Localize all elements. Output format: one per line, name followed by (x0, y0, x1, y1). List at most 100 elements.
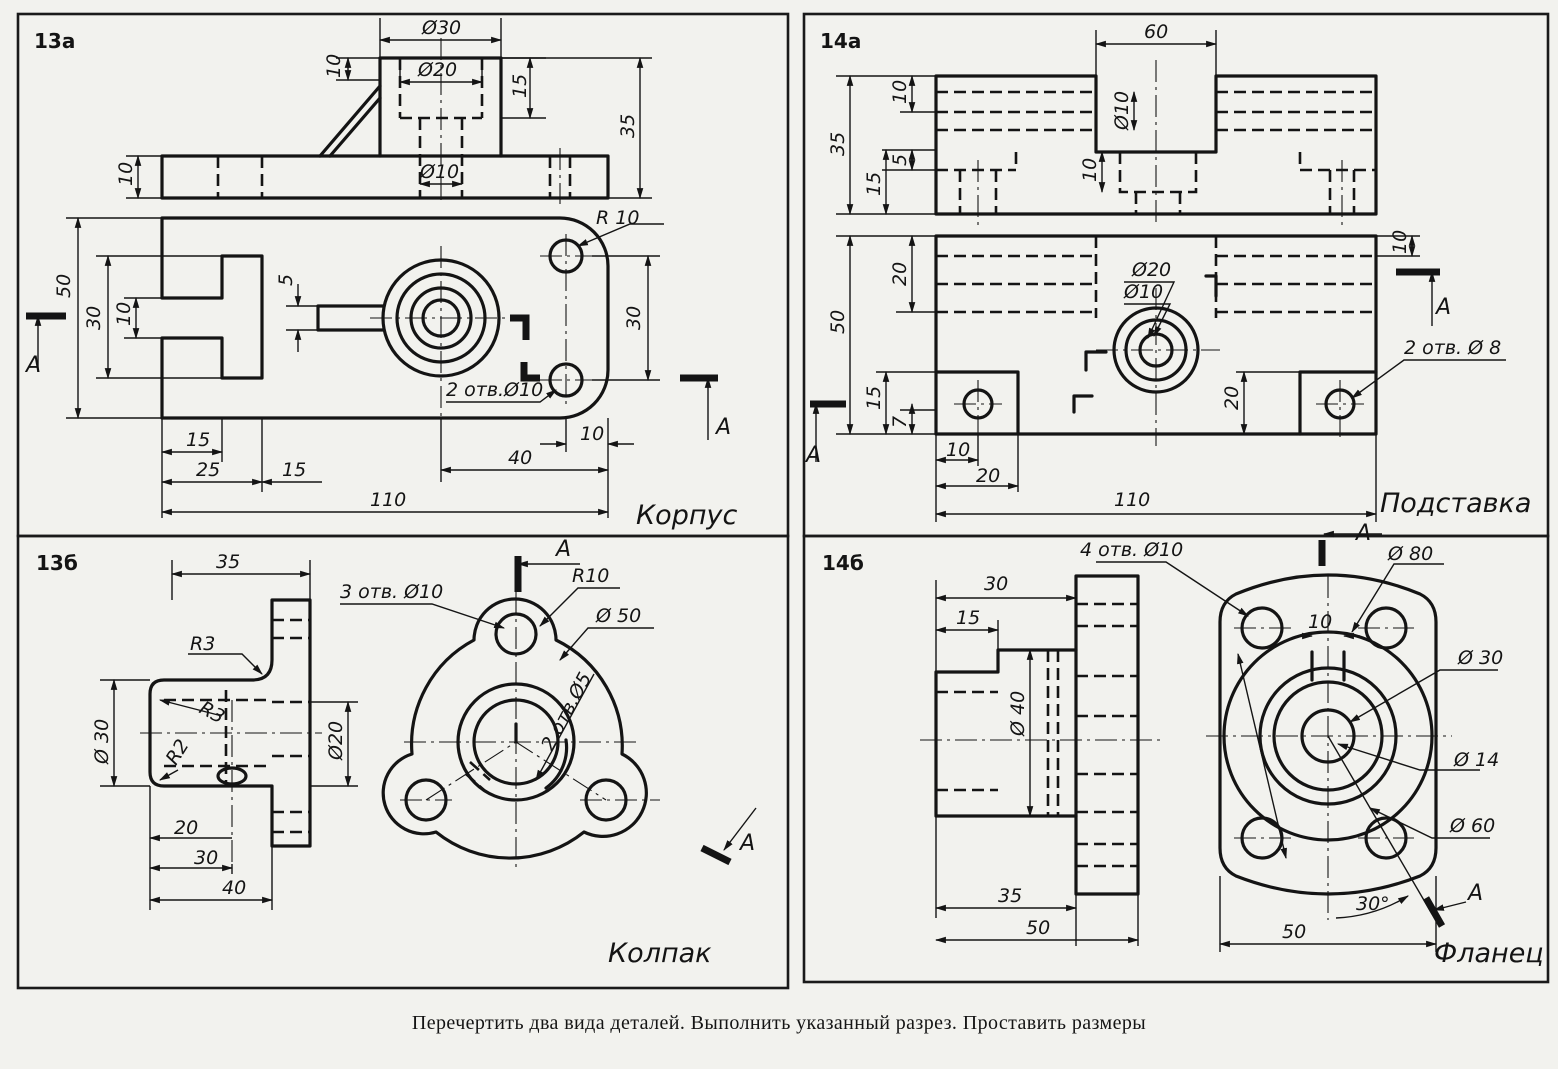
panel-13b-label: 13б (36, 551, 78, 575)
dim-text: 35 (998, 885, 1022, 907)
14a-dimension-text: 60 10 35 5 15 Ø10 10 20 50 15 7 10 20 Ø2… (804, 21, 1501, 511)
dim-text: 3 отв. Ø10 (340, 581, 443, 603)
dim-text: 10 (323, 54, 345, 78)
13b-front-view (381, 556, 757, 870)
14b-dimension-text: 30 15 Ø 40 35 50 4 отв. Ø10 Ø 80 10 Ø 30… (956, 521, 1503, 943)
dim-text: 10 (1389, 230, 1411, 254)
dim-text: 35 (216, 551, 240, 573)
dim-text: 20 (174, 817, 198, 839)
dim-text: 5 (275, 274, 297, 286)
dim-text: 5 (889, 154, 911, 166)
dim-text: 35 (827, 132, 849, 156)
section-letter: А (714, 415, 731, 440)
dim-text: 50 (827, 310, 849, 334)
13a-dimensions (66, 18, 664, 518)
section-letter: А (1466, 881, 1483, 906)
dim-text: 10 (946, 439, 970, 461)
dim-text: 50 (1282, 921, 1306, 943)
section-letter: А (804, 443, 821, 468)
dim-text: R2 (162, 736, 194, 769)
13a-front-view (160, 38, 610, 204)
dim-text: 50 (53, 274, 75, 298)
14a-front-view (934, 60, 1378, 226)
dim-text: Ø 50 (595, 605, 641, 627)
dim-text: 10 (889, 80, 911, 104)
dim-text: Ø20 (325, 721, 347, 761)
panel-14b-name: Фланец (1434, 938, 1544, 969)
13b-dimension-text: 35 R3 R3 R2 Ø 30 Ø20 20 30 40 3 отв. Ø10… (91, 537, 755, 899)
dim-text: Ø10 (419, 161, 459, 183)
dim-text: 60 (1144, 21, 1168, 43)
dim-text: 10 (1079, 158, 1101, 182)
13a-dimension-text: Ø30 Ø20 Ø10 R 10 2 отв.Ø10 15 25 15 40 1… (24, 17, 731, 511)
dim-text: 40 (222, 877, 246, 899)
dim-text: Ø10 (1123, 281, 1163, 303)
dim-text: Ø 30 (91, 719, 113, 765)
panel-14a: 14а (804, 21, 1531, 522)
panel-frames (16, 12, 1550, 990)
dim-text: 10 (115, 162, 137, 186)
dim-text: 15 (509, 74, 531, 98)
panel-14b: 14б (822, 521, 1544, 969)
dim-text: Ø 60 (1449, 815, 1495, 837)
dim-text: 25 (196, 459, 220, 481)
dim-text: 10 (580, 423, 604, 445)
section-letter: А (554, 537, 571, 562)
section-letter: А (1434, 295, 1451, 320)
frame-14b (802, 534, 1550, 984)
panel-13a: 13а (24, 17, 737, 531)
dim-text: 30° (1356, 893, 1390, 915)
panel-13a-name: Корпус (636, 500, 737, 531)
dim-text: 4 отв. Ø10 (1080, 539, 1183, 561)
13b-dimensions (100, 560, 654, 910)
dim-text: 10 (113, 302, 135, 326)
section-letter: А (738, 831, 755, 856)
panel-13b: 13б (36, 537, 757, 969)
section-letter: А (1354, 521, 1371, 546)
dim-text: Ø 14 (1453, 749, 1499, 771)
dim-text: 30 (194, 847, 218, 869)
dim-text: Ø30 (421, 17, 461, 39)
dim-text: 2 отв. Ø 8 (1404, 337, 1501, 359)
panel-13b-name: Колпак (608, 938, 712, 969)
assignment-caption: Перечертить два вида деталей. Выполнить … (411, 1012, 1147, 1034)
dim-text: 30 (83, 306, 105, 330)
13b-side-view (140, 598, 322, 864)
13a-top-view (26, 216, 718, 440)
dim-text: 15 (956, 607, 980, 629)
dim-text: 110 (370, 489, 406, 511)
dim-text: Ø 40 (1007, 691, 1029, 737)
dim-text: 20 (889, 262, 911, 286)
dim-text: Ø20 (1131, 259, 1171, 281)
panel-14a-label: 14а (820, 29, 861, 53)
dim-text: 15 (863, 172, 885, 196)
dim-text: 15 (282, 459, 306, 481)
dim-text: 50 (1026, 917, 1050, 939)
dim-text: 2 отв.Ø10 (446, 379, 543, 401)
panel-14a-name: Подставка (1380, 488, 1531, 519)
dim-text: Ø10 (1111, 91, 1133, 131)
dim-text: 110 (1114, 489, 1150, 511)
14b-front-view (1206, 530, 1467, 928)
dim-text: R10 (572, 565, 609, 587)
dim-text: 10 (1308, 611, 1332, 633)
dim-text: 35 (617, 114, 639, 138)
section-letter: А (24, 353, 41, 378)
dim-text: 20 (976, 465, 1000, 487)
dim-text: 40 (508, 447, 532, 469)
dim-text: Ø 80 (1387, 543, 1433, 565)
panel-13a-label: 13а (34, 29, 75, 53)
dim-text: 30 (623, 306, 645, 330)
dim-text: Ø20 (417, 59, 457, 81)
dim-text: 30 (984, 573, 1008, 595)
14b-side-view (920, 574, 1164, 896)
14a-dimensions (836, 30, 1506, 522)
dim-text: 15 (186, 429, 210, 451)
dim-text: R3 (190, 633, 215, 655)
frame-13b (16, 534, 790, 990)
dim-text: R 10 (596, 207, 639, 229)
panel-14b-label: 14б (822, 551, 864, 575)
14b-dimensions (934, 561, 1498, 952)
dim-text: R3 (196, 697, 229, 728)
